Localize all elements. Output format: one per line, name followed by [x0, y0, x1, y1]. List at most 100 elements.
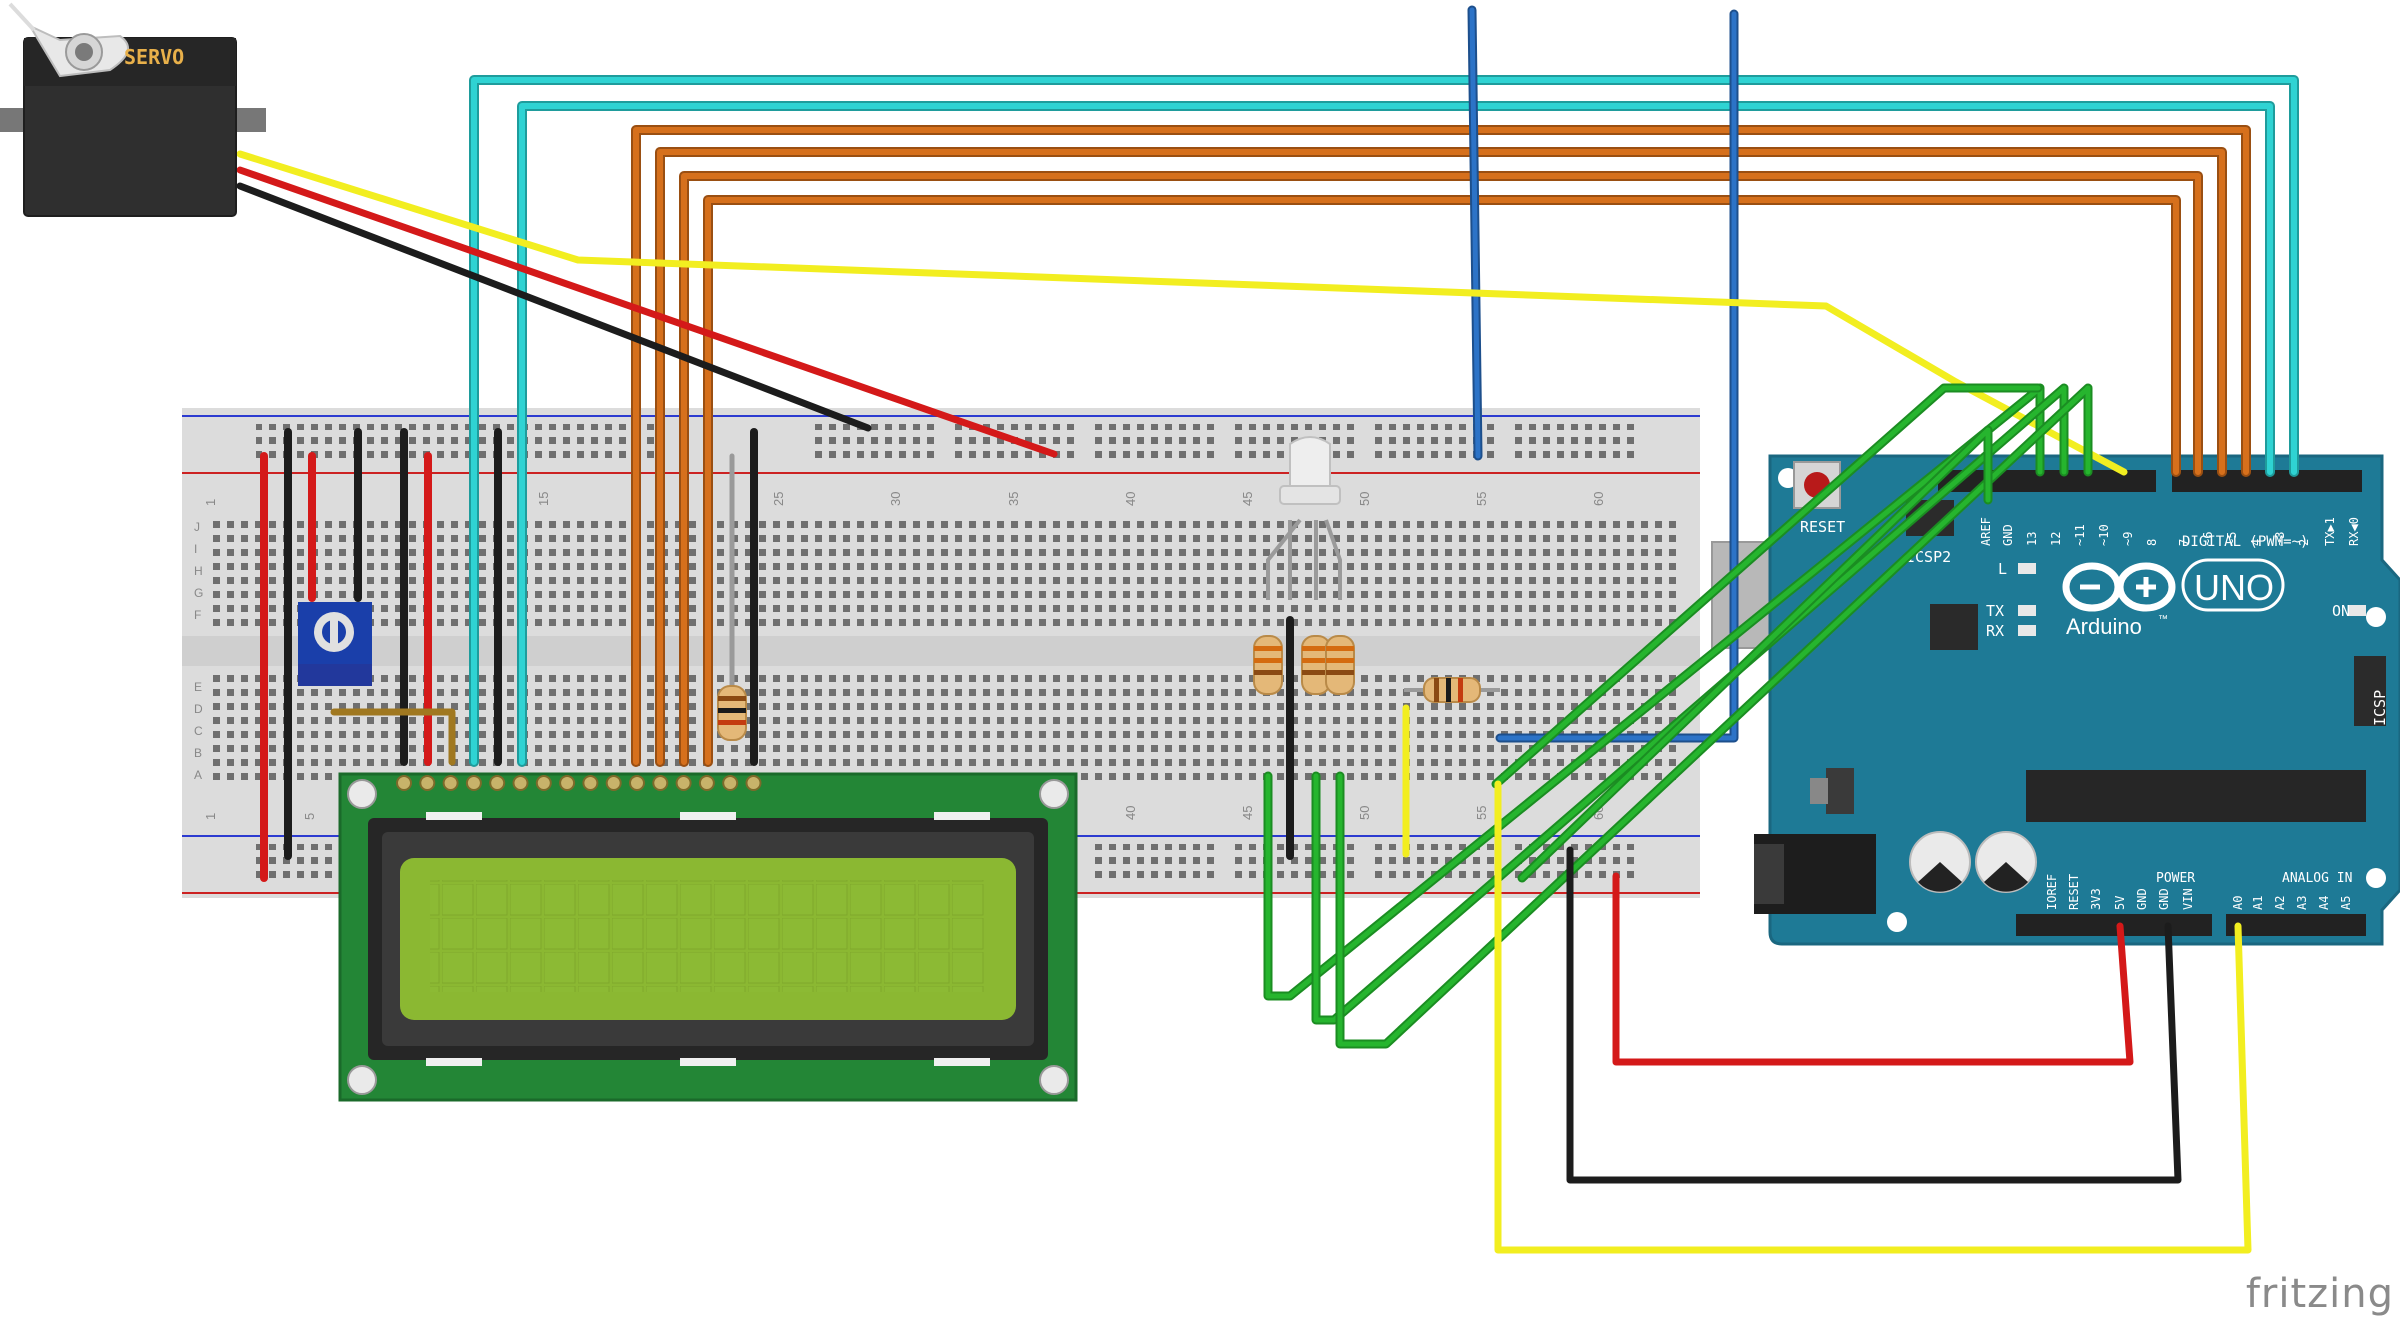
power-label: POWER: [2156, 871, 2195, 886]
lcd-pin: [675, 775, 692, 791]
lcd-pin: [605, 775, 622, 791]
tx-led: [2018, 605, 2036, 616]
lcd-pin: [652, 775, 669, 791]
wire-orange: [705, 197, 2179, 765]
digital-pin-label: 4: [2249, 539, 2263, 546]
wire-green: [1493, 385, 2041, 787]
arduino-wordmark: Arduino: [2066, 614, 2142, 639]
power-pin-label: IOREF: [2045, 874, 2059, 910]
lcd-pin: [629, 775, 645, 791]
wire-blue: [1497, 11, 1737, 741]
wire-yellow: [1494, 780, 2252, 1254]
on-label: ON: [2332, 602, 2350, 620]
col-number: 45: [1240, 806, 1255, 820]
analog-pin-label: A0: [2231, 896, 2245, 910]
row-letter: J: [194, 520, 200, 534]
power-pin-label: GND: [2135, 888, 2149, 910]
resistor-vertical: [717, 685, 747, 741]
wire-brown: [330, 708, 456, 766]
digital-pin-label: ~9: [2121, 532, 2135, 546]
digital-pin-label: 8: [2145, 539, 2159, 546]
l-led: [2018, 563, 2036, 574]
power-pin-label: 3V3: [2089, 888, 2103, 910]
resistor-vertical: [1301, 635, 1331, 695]
analog-pin-label: A1: [2251, 896, 2265, 910]
regulator-tab: [1810, 778, 1828, 804]
wire-black: [1566, 846, 2182, 1184]
row-letter: B: [194, 746, 202, 760]
row-letter: E: [194, 680, 202, 694]
uno-badge: [2181, 558, 2285, 612]
digital-pin-label: GND: [2001, 524, 2015, 546]
digital-pin-label: 2: [2297, 539, 2311, 546]
row-letter: D: [194, 702, 203, 716]
power-pin-label: 5V: [2113, 896, 2127, 910]
icsp-header: [2354, 656, 2386, 726]
wire-green: [1265, 385, 2043, 999]
col-number: 55: [1474, 492, 1489, 506]
wire-red: [236, 166, 1058, 458]
col-number: 40: [1123, 806, 1138, 820]
digital-pin-label: 13: [2025, 532, 2039, 546]
arduino-logo: Arduino ™: [2062, 562, 2176, 639]
wire-cyan: [519, 103, 2273, 765]
lcd-pin: [489, 775, 506, 791]
digital-pin-label: AREF: [1979, 517, 1993, 546]
col-number: 1: [203, 499, 218, 506]
row-letter: C: [194, 724, 203, 738]
row-letter: A: [194, 768, 202, 782]
col-number: 35: [1006, 492, 1021, 506]
servo-label: SERVO: [124, 45, 184, 69]
rgb-led: [1266, 436, 1342, 600]
power-pin-label: GND: [2157, 888, 2171, 910]
servo-motor: SERVO: [0, 2, 266, 217]
wire-orange: [633, 127, 2249, 765]
digital-pin-label: ~6: [2201, 532, 2215, 546]
lcd-pin: [582, 775, 599, 791]
row-letter: H: [194, 564, 203, 578]
potentiometer[interactable]: [298, 602, 372, 686]
icsp-label: ICSP: [2371, 690, 2389, 726]
digital-pin-label: ~10: [2097, 524, 2111, 546]
digital-pin-label: 7: [2177, 539, 2191, 546]
wire-green: [1519, 427, 1991, 881]
wire-orange: [681, 173, 2201, 765]
tx-led-label: TX: [1986, 602, 2004, 620]
digital-pin-label: ~3: [2273, 532, 2287, 546]
atmega-chip: [2026, 770, 2366, 822]
voltage-regulator: [1826, 768, 1854, 814]
digital-pin-label: ~11: [2073, 524, 2087, 546]
row-letter: I: [194, 542, 197, 556]
l-led-label: L: [1998, 560, 2007, 578]
arduino-uno: RESET ICSP 2 AREF GND 13 12 ~11 ~10 ~9 8 7 ~6 ~5 4 ~3…: [1711, 454, 2400, 946]
trademark: ™: [2158, 614, 2168, 625]
power-header: [2016, 914, 2212, 936]
lcd-pin: [698, 775, 715, 791]
reset-label: RESET: [1800, 518, 1845, 536]
analog-header: [2226, 914, 2366, 936]
analog-pin-label: A5: [2339, 896, 2353, 910]
col-number: 60: [1591, 492, 1606, 506]
power-pin-label: RESET: [2067, 874, 2081, 910]
resistor-horizontal: [1404, 677, 1500, 703]
analog-pin-label: A2: [2273, 896, 2287, 910]
digital-pin-label: 12: [2049, 532, 2063, 546]
small-chip: [1930, 604, 1978, 650]
digital-pin-label: ~5: [2225, 532, 2239, 546]
digital-pin-label: RX◀0: [2347, 517, 2361, 546]
row-letter: F: [194, 608, 201, 622]
lcd-display: [338, 772, 1078, 1102]
col-number: 30: [888, 492, 903, 506]
row-letter: G: [194, 586, 203, 600]
wire-red: [1612, 872, 2134, 1066]
wire-cyan: [471, 77, 2297, 765]
fritzing-watermark: fritzing: [2245, 1271, 2394, 1317]
col-number: 50: [1357, 492, 1372, 506]
wire-orange: [657, 149, 2225, 765]
wire-green: [1337, 385, 2091, 1047]
digital-label: DIGITAL (PWM=~): [2182, 534, 2308, 550]
col-number: 50: [1357, 806, 1372, 820]
lcd-pin: [535, 775, 552, 791]
resistor-vertical: [1253, 635, 1283, 695]
